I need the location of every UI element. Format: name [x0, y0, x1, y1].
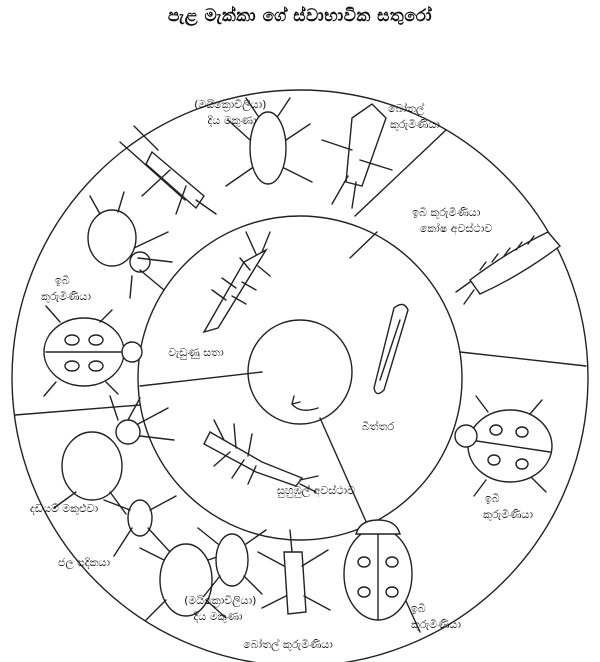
water-strider-icon	[103, 495, 177, 557]
cycle-arrow	[291, 403, 319, 411]
nymph-icon	[203, 419, 319, 493]
label-water-strider: ජල පදිකයා	[58, 556, 111, 570]
micro-bottom-insect-icon	[197, 527, 267, 597]
cocoon-icon	[455, 231, 562, 305]
outer-ring	[11, 89, 589, 662]
beetle-bottom-insect-icon	[257, 529, 331, 615]
label-nymph: සුහුඹුල් අවස්ථාව	[277, 483, 355, 498]
grasshopper-icon	[133, 125, 217, 215]
inner-divider-3	[319, 417, 369, 527]
label-ladybird-right: ඉබි කුරුමිණියා	[483, 492, 533, 521]
spider-bottom-icon	[53, 395, 175, 515]
inner-divider-2	[139, 371, 263, 387]
middle-ring	[137, 215, 463, 541]
label-beetle-top: බෝතල් කුරුමිණියා	[388, 101, 440, 131]
divider-top-right	[354, 129, 447, 217]
divider-left	[14, 404, 141, 416]
micro-top-insect-icon	[225, 97, 313, 187]
label-spider: දඩයම් මකුළුවා	[30, 502, 99, 515]
beetle-top-insect-icon	[321, 103, 393, 209]
label-ladybird-left: ඉබි කුරුමිණියා	[41, 274, 91, 303]
label-adult: වැඩුණු සතා	[168, 346, 224, 359]
page-title: පැළ මැක්කා ගේ ස්වාභාවික සතුරෝ	[167, 6, 433, 26]
label-micro-bottom: (මයික්‍රොවිලියා) දිය මකුණා	[184, 594, 260, 623]
cycle-arrow-head	[291, 395, 301, 405]
ladybird-bottom-icon	[343, 519, 413, 621]
divider-right	[459, 351, 587, 367]
egg-circle	[247, 319, 353, 425]
ladybird-right-icon	[454, 395, 553, 497]
label-ladybird-bottom: ඉබි කුරුමිණියා	[411, 602, 461, 631]
label-egg: බිත්තර	[362, 419, 395, 433]
label-cocoon: ඉබි කුරුමිණියා කෝෂ අවස්ථාව	[412, 206, 492, 236]
ladybird-left-icon	[43, 305, 143, 397]
label-beetle-bottom: බෝතල් කුරුමිණියා	[243, 637, 333, 652]
divider-top-left	[119, 141, 186, 201]
inner-divider-1	[349, 231, 378, 259]
label-micro-top: (මයික්‍රොවිලියා) දිය මකුණා	[194, 98, 270, 127]
egg-cluster-icon	[373, 303, 409, 395]
spider-top-icon	[87, 191, 173, 299]
adult-larva-icon	[202, 231, 271, 334]
